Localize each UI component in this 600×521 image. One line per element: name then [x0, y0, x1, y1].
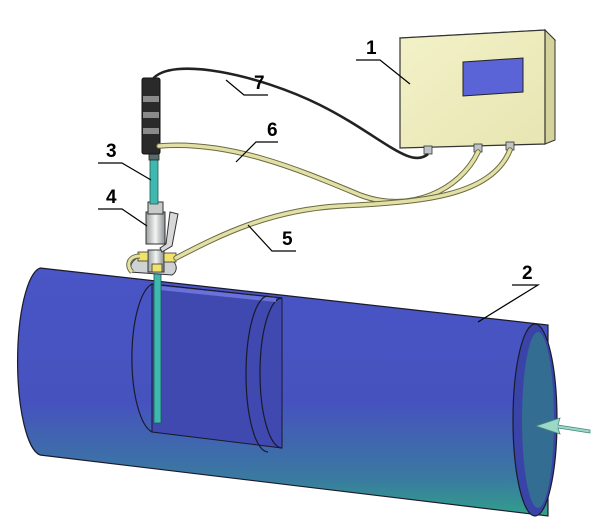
callout-1: 1 [356, 38, 411, 85]
callout-label-1: 1 [366, 38, 377, 59]
unit-screen [462, 57, 524, 97]
callout-4: 4 [98, 187, 148, 227]
flow-arrow [534, 417, 591, 435]
callout-label-6: 6 [267, 120, 278, 141]
callout-label-4: 4 [106, 187, 117, 208]
valve-handle [159, 211, 179, 253]
lower-hose [173, 147, 513, 261]
callout-3: 3 [98, 141, 152, 181]
pipe-body [16, 267, 549, 517]
callout-label-5: 5 [282, 229, 293, 250]
callout-5: 5 [247, 224, 296, 252]
callout-7: 7 [225, 73, 268, 96]
pipe-joint [245, 295, 269, 453]
pipe-cutaway-edge [131, 283, 153, 433]
pipe-cutaway-window [151, 283, 283, 449]
probe-rod [153, 267, 162, 424]
insertion-probe [141, 77, 161, 205]
callout-6: 6 [235, 120, 278, 163]
signal-cable [150, 67, 429, 160]
callout-2: 2 [477, 263, 541, 323]
side-hose-loop [126, 253, 141, 274]
callout-label-2: 2 [522, 263, 533, 284]
pipe-cutaway-arc [259, 297, 283, 449]
valve-fitting [129, 201, 179, 276]
pipe [16, 267, 591, 517]
callout-label-7: 7 [254, 73, 265, 94]
callout-label-3: 3 [106, 141, 117, 162]
measuring-unit [398, 28, 557, 155]
middle-hose [156, 142, 481, 205]
